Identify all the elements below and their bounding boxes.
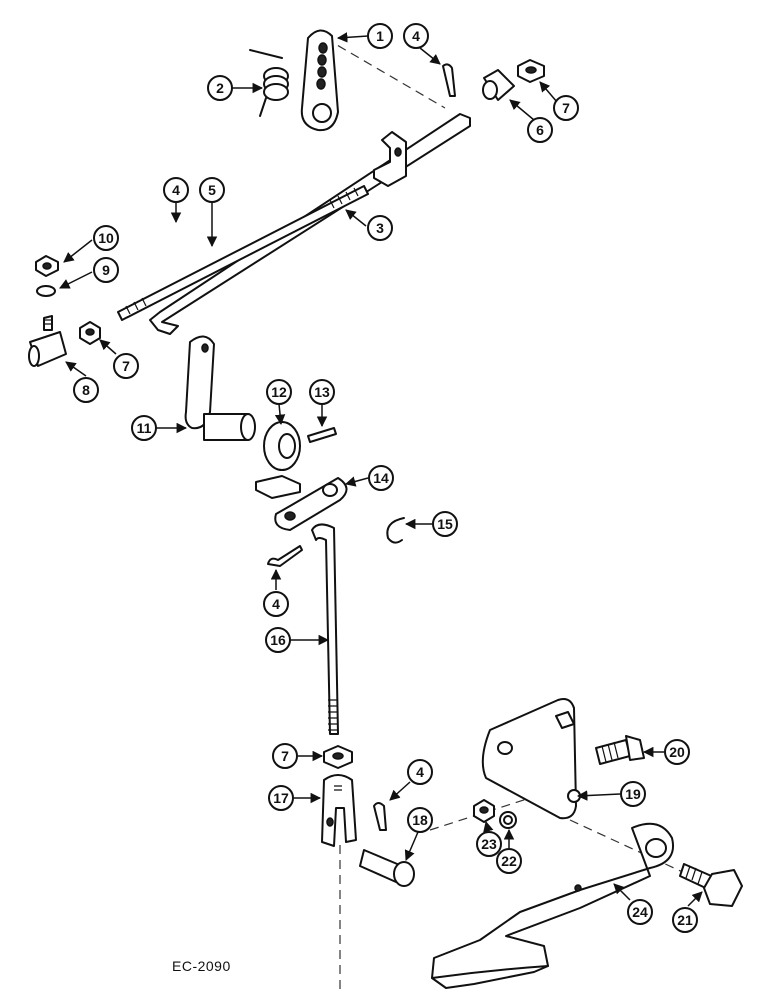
part-lock-washer [36, 285, 56, 297]
callout-label: 16 [270, 632, 286, 648]
callout-label: 10 [98, 230, 114, 246]
callout: 7 [113, 353, 139, 379]
callout: 19 [620, 781, 646, 807]
callout-label: 17 [273, 790, 289, 806]
callout: 6 [527, 117, 553, 143]
callout-label: 24 [632, 904, 648, 920]
callout-label: 12 [271, 384, 287, 400]
callout-label: 3 [376, 220, 384, 236]
callout-label: 4 [272, 596, 280, 612]
part-cotter-pin-mid [267, 545, 303, 567]
part-lever-plate [300, 29, 339, 132]
callout: 7 [272, 743, 298, 769]
callout: 7 [553, 95, 579, 121]
part-bracket-plate [481, 698, 581, 820]
callout-label: 11 [137, 420, 152, 436]
part-nut-top [517, 59, 545, 83]
callout-label: 7 [281, 748, 289, 764]
callout-label: 20 [669, 744, 685, 760]
part-threaded-rod [117, 185, 369, 321]
leader-lines [59, 32, 703, 907]
part-clevis-pin [359, 849, 415, 887]
callout: 2 [207, 75, 233, 101]
callout: 11 [131, 415, 157, 441]
callout-label: 5 [208, 182, 216, 198]
callout: 10 [93, 225, 119, 251]
callout-label: 2 [216, 80, 224, 96]
part-cotter-pin-lower [373, 802, 387, 831]
callout: 17 [268, 785, 294, 811]
callout: 8 [73, 377, 99, 403]
callout-label: 4 [172, 182, 180, 198]
callout: 4 [403, 23, 429, 49]
callout-label: 21 [677, 912, 693, 928]
part-clevis-yoke [321, 774, 357, 847]
callout-label: 23 [481, 836, 497, 852]
part-pedal-arm [431, 822, 674, 989]
callout: 21 [672, 907, 698, 933]
part-swivel-block [28, 315, 67, 367]
callout-label: 15 [437, 516, 453, 532]
part-nut-23 [473, 799, 495, 823]
callout-label: 9 [102, 262, 110, 278]
callout-label: 6 [536, 122, 544, 138]
part-cotter-pin-top [442, 63, 456, 97]
callout-label: 13 [314, 384, 330, 400]
callout: 20 [664, 739, 690, 765]
callout: 12 [266, 379, 292, 405]
part-bushing [482, 69, 515, 101]
part-nut-lower [323, 745, 353, 769]
callout: 4 [263, 591, 289, 617]
part-roll-pin [307, 427, 337, 443]
callout: 14 [368, 465, 394, 491]
part-clamp-collar [255, 421, 301, 499]
callout: 4 [407, 759, 433, 785]
callout: 4 [163, 177, 189, 203]
callout: 3 [367, 215, 393, 241]
callout-label: 8 [82, 382, 90, 398]
callout: 9 [93, 257, 119, 283]
part-link-plate [274, 477, 348, 531]
part-spring [249, 49, 289, 117]
part-bolt-21 [679, 863, 743, 907]
part-nut-mid-left [79, 321, 101, 345]
callout: 24 [627, 899, 653, 925]
part-vertical-rod [311, 523, 339, 735]
callout-label: 19 [625, 786, 641, 802]
drawing-code: EC-2090 [172, 958, 231, 974]
callout-label: 14 [373, 470, 389, 486]
callout: 1 [367, 23, 393, 49]
part-nut-10 [35, 255, 59, 277]
callout-label: 4 [412, 28, 420, 44]
callout-label: 1 [376, 28, 384, 44]
callout: 13 [309, 379, 335, 405]
callout: 15 [432, 511, 458, 537]
callout-label: 4 [416, 764, 424, 780]
part-retaining-clip [386, 517, 405, 544]
part-bolt-20 [595, 735, 645, 765]
callout-label: 22 [501, 853, 517, 869]
part-bell-crank [184, 335, 256, 441]
callout-label: 7 [122, 358, 130, 374]
callout: 23 [476, 831, 502, 857]
callout: 16 [265, 627, 291, 653]
part-washer-22 [499, 811, 517, 829]
callout: 5 [199, 177, 225, 203]
callout-label: 18 [412, 812, 428, 828]
callout: 18 [407, 807, 433, 833]
callout: 22 [496, 848, 522, 874]
callout-label: 7 [562, 100, 570, 116]
